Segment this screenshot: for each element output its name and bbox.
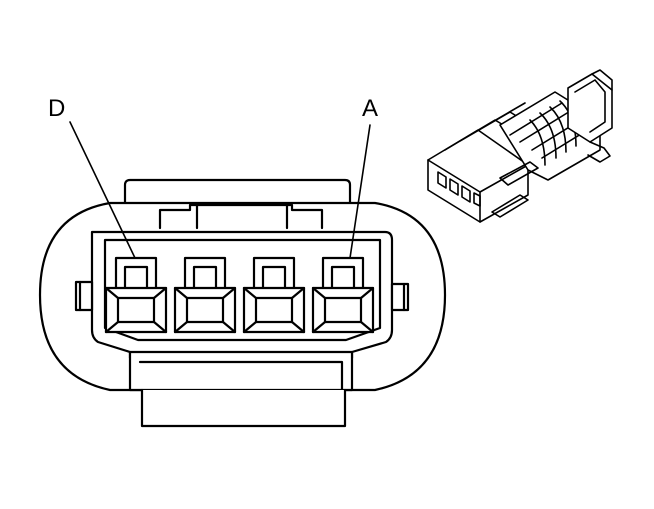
top-latch [123, 178, 352, 207]
bottom-skirt [128, 350, 354, 392]
terminal-2 [242, 256, 306, 334]
latch-slot [158, 203, 324, 230]
callout-label-d: D [48, 95, 65, 122]
leader-line-a [349, 124, 371, 259]
bottom-tab [140, 388, 347, 428]
left-rib [74, 280, 94, 312]
connector-isometric-view [427, 69, 613, 223]
outer-shell [38, 201, 447, 392]
right-rib [390, 282, 410, 312]
callout-label-a: A [362, 95, 378, 122]
leader-line-d [69, 121, 136, 259]
terminal-4 [104, 256, 168, 334]
terminal-1 [311, 256, 375, 334]
connector-face-view: D A [38, 95, 447, 428]
terminal-row [104, 256, 375, 334]
terminal-3 [173, 256, 237, 334]
